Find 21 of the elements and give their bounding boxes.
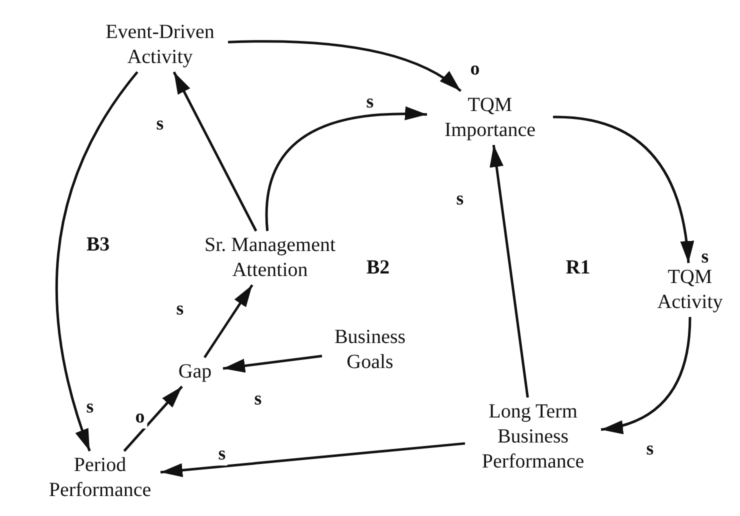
- causal-arrow: [123, 386, 183, 452]
- causal-arrow: [204, 284, 254, 358]
- causal-arrow: [160, 442, 466, 478]
- causal-arrow: [172, 71, 258, 232]
- causal-arrow: [228, 40, 462, 92]
- variable-label: Business Goals: [333, 325, 407, 375]
- causal-arrow: [490, 144, 529, 398]
- variable-label: TQM Importance: [443, 93, 537, 143]
- causal-arrow: [552, 116, 694, 264]
- causal-arrow: [265, 107, 428, 232]
- loop-label: B3: [86, 234, 110, 256]
- variable-label: Period Performance: [48, 453, 152, 503]
- loop-label: B2: [366, 256, 390, 280]
- causal-arrow: [56, 71, 138, 452]
- variable-label: Gap: [177, 360, 213, 384]
- variable-label: Long Term Business Performance: [480, 400, 586, 474]
- variable-label: Sr. Management Attention: [203, 233, 337, 283]
- causal-arrow: [600, 316, 692, 434]
- loop-label: R1: [566, 256, 590, 280]
- variable-label: Event-Driven Activity: [104, 20, 216, 70]
- causal-arrow: [222, 354, 322, 373]
